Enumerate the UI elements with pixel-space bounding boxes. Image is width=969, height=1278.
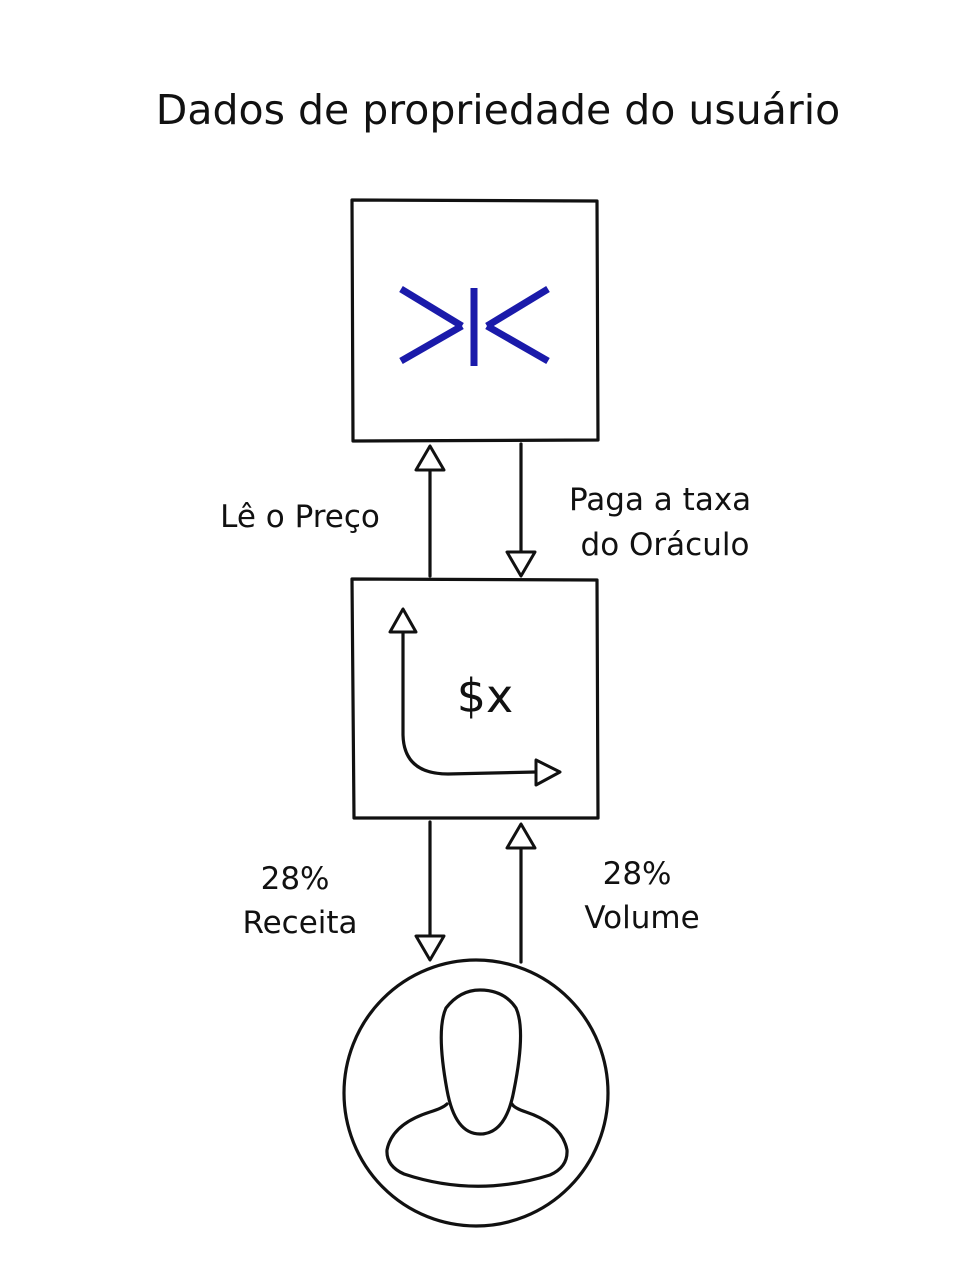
protocol-box [350, 577, 600, 820]
user-node [342, 958, 610, 1228]
volume-percent: 28% [603, 856, 672, 892]
edge-revenue [414, 820, 446, 962]
pays-fee-line-2: do Oráculo [581, 527, 750, 563]
oracle-logo-icon [399, 286, 550, 366]
user-circle [342, 958, 610, 1228]
price-chart-icon [388, 607, 562, 787]
edge-volume [505, 822, 537, 964]
revenue-label: 28% Receita [242, 861, 357, 941]
arrow-down-icon [505, 550, 537, 578]
volume-label: 28% Volume [584, 856, 699, 936]
chart-arrow-right-icon [534, 758, 562, 787]
volume-text: Volume [584, 900, 699, 936]
pays-fee-label: Paga a taxa do Oráculo [569, 482, 761, 563]
pays-fee-line-1: Paga a taxa [569, 482, 751, 518]
volume-arrow-up-icon [505, 822, 537, 850]
oracle-box [350, 198, 600, 443]
revenue-arrow-down-icon [414, 934, 446, 962]
reads-price-label: Lê o Preço [220, 499, 380, 535]
protocol-label: $x [457, 669, 514, 723]
arrow-up-icon [414, 444, 446, 472]
chart-arrow-up-icon [388, 607, 418, 634]
protocol-node: $x [350, 577, 600, 820]
edge-reads-price [414, 444, 446, 578]
user-avatar-icon [385, 988, 569, 1188]
avatar-shoulders [385, 1102, 569, 1188]
avatar-head [439, 988, 523, 1136]
revenue-percent: 28% [261, 861, 330, 897]
oracle-node [350, 198, 600, 443]
edge-pays-fee [505, 442, 537, 578]
diagram-title: Dados de propriedade do usuário [156, 86, 840, 134]
chart-axes [401, 630, 538, 776]
revenue-text: Receita [242, 905, 357, 941]
